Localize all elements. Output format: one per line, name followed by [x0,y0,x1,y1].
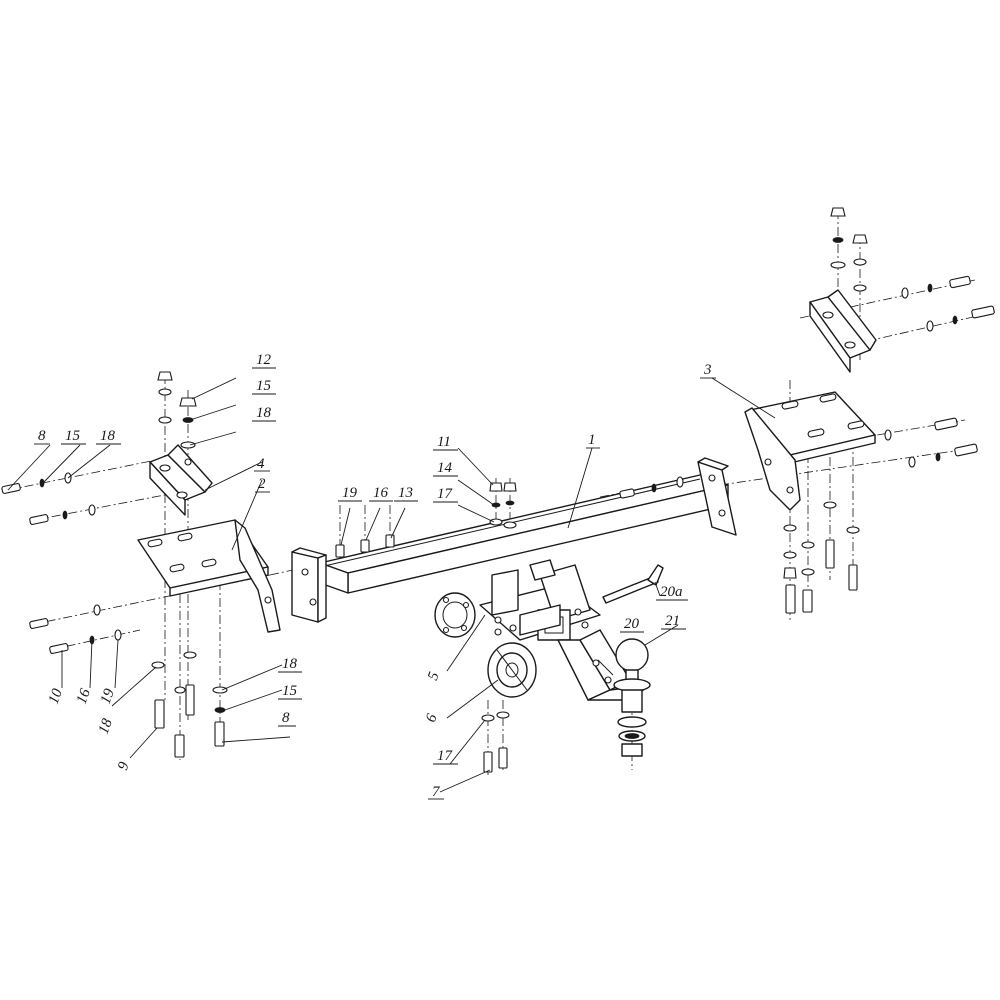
callout-6: 6 [423,712,441,725]
leader-lines [7,377,776,793]
callout-20a: 20a [660,584,683,600]
callout-13: 13 [398,485,413,501]
callout-12: 12 [256,352,272,368]
callout-15-left: 15 [65,428,81,444]
callout-15-top: 15 [256,378,272,394]
callout-7: 7 [432,784,441,800]
right-bracket [744,391,876,511]
left-vertical-plate [149,444,213,516]
callout-8-bottom: 8 [282,710,290,726]
callout-15-bottom: 15 [282,683,298,699]
callout-19-beam: 19 [342,485,358,501]
callout-8-left: 8 [38,428,46,444]
callout-4: 4 [257,456,265,472]
callout-14: 14 [437,460,453,476]
right-vertical-plate [809,289,877,373]
callout-11: 11 [437,434,451,450]
callout-9: 9 [115,760,133,773]
callout-17-bottom: 17 [437,748,454,764]
callout-20: 20 [624,616,640,632]
receiver-and-ball-mount [479,559,651,701]
callout-18-lower-left: 18 [96,716,116,736]
callout-16-left: 16 [74,686,94,706]
callout-19-left: 19 [98,686,118,706]
callout-5: 5 [425,670,443,683]
left-bracket [137,519,281,633]
callout-16-beam: 16 [373,485,389,501]
hitch-pin [602,564,664,604]
tow-ball [613,638,651,757]
callout-3: 3 [703,362,712,378]
callout-10: 10 [46,686,66,706]
callout-18-bottom: 18 [282,656,298,672]
main-crossbeam [291,457,737,623]
socket-plate [434,592,476,638]
callout-17-center: 17 [437,486,454,502]
callout-21: 21 [665,613,680,629]
callout-2: 2 [258,476,266,492]
callout-18-top: 18 [256,405,272,421]
callout-1: 1 [588,432,596,448]
callout-18-left: 18 [100,428,116,444]
electric-socket [487,642,537,698]
